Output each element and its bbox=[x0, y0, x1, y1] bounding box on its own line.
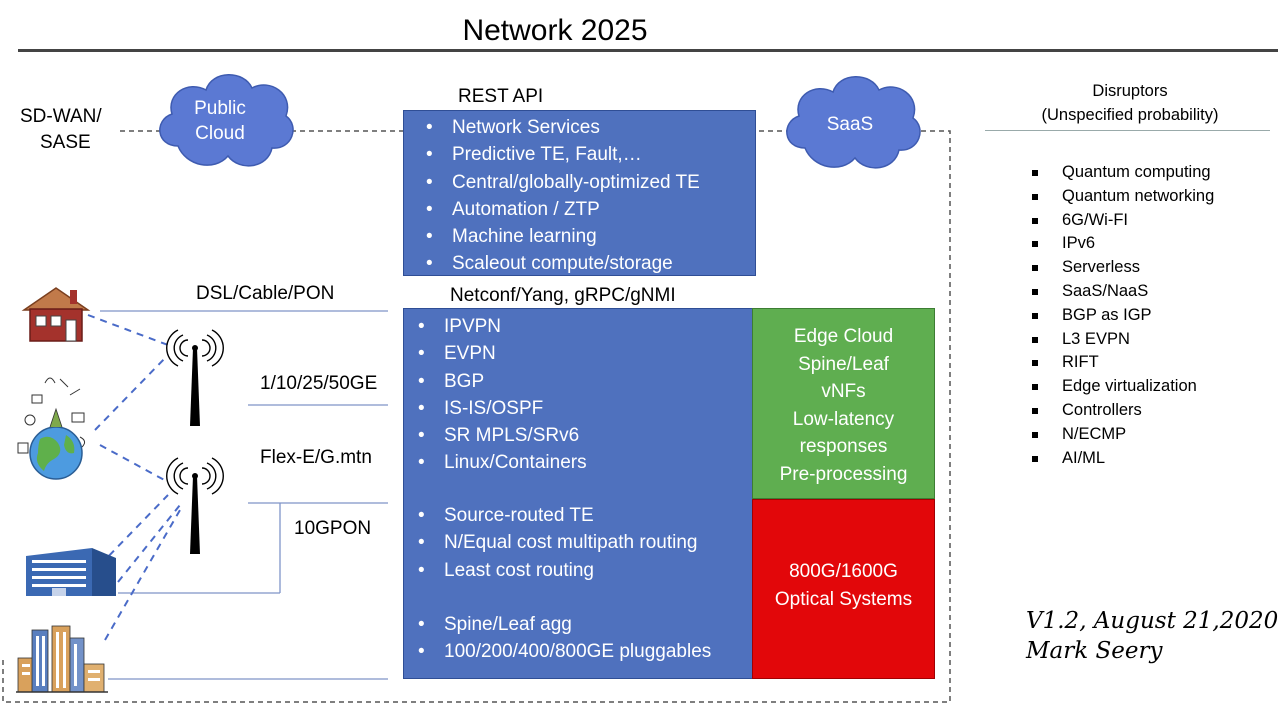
disruptors-subtitle: (Unspecified probability) bbox=[1041, 106, 1219, 124]
list-item: IPv6 bbox=[1014, 232, 1214, 256]
cell-tower-icon bbox=[166, 457, 224, 554]
list-item: BGP as IGP bbox=[1014, 304, 1214, 328]
public-cloud-line2: Cloud bbox=[195, 123, 245, 144]
house-icon bbox=[21, 287, 91, 342]
dsl-label: DSL/Cable/PON bbox=[196, 283, 335, 304]
edge-cloud-line: vNFs bbox=[821, 381, 866, 402]
list-item: Scaleout compute/storage bbox=[404, 250, 755, 278]
te-list: Source-routed TE N/Equal cost multipath … bbox=[396, 502, 697, 584]
disruptors-divider bbox=[985, 130, 1270, 131]
hardware-list: Spine/Leaf agg 100/200/400/800GE pluggab… bbox=[396, 611, 711, 666]
list-item: Spine/Leaf agg bbox=[396, 611, 711, 639]
list-item: Network Services bbox=[404, 114, 755, 142]
sdwan-label-line2: SASE bbox=[40, 132, 91, 153]
public-cloud-line1: Public bbox=[194, 98, 246, 119]
optical-line: 800G/1600G bbox=[789, 561, 898, 582]
list-item: BGP bbox=[396, 368, 587, 396]
list-item: Central/globally-optimized TE bbox=[404, 169, 755, 197]
gpon-label: 10GPON bbox=[294, 518, 372, 539]
list-item: Controllers bbox=[1014, 399, 1214, 423]
list-item: Serverless bbox=[1014, 256, 1214, 280]
public-cloud-label: Public Cloud bbox=[168, 96, 272, 146]
disruptors-list: Quantum computing Quantum networking 6G/… bbox=[1014, 161, 1214, 470]
list-item: Predictive TE, Fault,… bbox=[404, 141, 755, 169]
ethernet-label: 1/10/25/50GE bbox=[260, 373, 378, 394]
protocols-list: IPVPN EVPN BGP IS-IS/OSPF SR MPLS/SRv6 L… bbox=[396, 313, 587, 477]
edge-cloud-line: Edge Cloud bbox=[793, 326, 894, 347]
cell-tower-icon bbox=[166, 329, 224, 426]
sdwan-label-line1: SD-WAN/ bbox=[20, 106, 102, 127]
diagram-title: Network 2025 bbox=[462, 14, 648, 47]
list-item: Source-routed TE bbox=[396, 502, 697, 530]
title-divider bbox=[18, 49, 1278, 52]
list-item: Machine learning bbox=[404, 223, 755, 251]
globe-icon bbox=[17, 377, 86, 480]
disruptors-title: Disruptors bbox=[1092, 82, 1168, 100]
version-signature: V1.2, August 21,2020 Mark Seery bbox=[1026, 606, 1278, 666]
flex-e-label: Flex-E/G.mtn bbox=[260, 447, 372, 468]
network-services-list: Network Services Predictive TE, Fault,… … bbox=[404, 114, 755, 278]
list-item: L3 EVPN bbox=[1014, 328, 1214, 352]
optical-systems-box: 800G/1600G Optical Systems bbox=[752, 499, 935, 679]
list-item: Quantum computing bbox=[1014, 161, 1214, 185]
list-item: Automation / ZTP bbox=[404, 196, 755, 224]
list-item: Edge virtualization bbox=[1014, 375, 1214, 399]
office-building-icon bbox=[26, 548, 116, 596]
network-services-box: Network Services Predictive TE, Fault,… … bbox=[403, 110, 756, 278]
list-item: AI/ML bbox=[1014, 447, 1214, 471]
list-item: Least cost routing bbox=[396, 557, 697, 585]
list-item: EVPN bbox=[396, 340, 587, 368]
edge-cloud-line: Low-latency bbox=[792, 408, 895, 430]
saas-cloud-icon bbox=[786, 76, 921, 169]
rest-api-label: REST API bbox=[458, 86, 544, 107]
edge-cloud-line: Spine/Leaf bbox=[798, 353, 889, 375]
list-item: Linux/Containers bbox=[396, 449, 587, 477]
author-line: Mark Seery bbox=[1026, 638, 1163, 664]
list-item: 100/200/400/800GE pluggables bbox=[396, 638, 711, 666]
list-item: N/ECMP bbox=[1014, 423, 1214, 447]
disruptors-header: Disruptors (Unspecified probability) bbox=[990, 79, 1270, 127]
edge-cloud-box: Edge Cloud Spine/Leaf vNFs Low-latency r… bbox=[752, 308, 935, 499]
edge-cloud-line: responses bbox=[799, 436, 888, 457]
saas-cloud-label: SaaS bbox=[826, 114, 874, 135]
public-cloud-icon bbox=[159, 74, 294, 167]
optical-line: Optical Systems bbox=[774, 588, 913, 610]
list-item: N/Equal cost multipath routing bbox=[396, 529, 697, 557]
list-item: 6G/Wi-FI bbox=[1014, 209, 1214, 233]
netconf-label: Netconf/Yang, gRPC/gNMI bbox=[450, 285, 676, 306]
version-line: V1.2, August 21,2020 bbox=[1026, 608, 1279, 634]
sdwan-label: SD-WAN/ SASE bbox=[20, 104, 102, 156]
city-skyline-icon bbox=[16, 625, 108, 693]
list-item: IPVPN bbox=[396, 313, 587, 341]
list-item: Quantum networking bbox=[1014, 185, 1214, 209]
list-item: SaaS/NaaS bbox=[1014, 280, 1214, 304]
routing-protocols-box: IPVPN EVPN BGP IS-IS/OSPF SR MPLS/SRv6 L… bbox=[403, 308, 753, 679]
list-item: SR MPLS/SRv6 bbox=[396, 422, 587, 450]
edge-cloud-line: Pre-processing bbox=[779, 463, 908, 485]
list-item: IS-IS/OSPF bbox=[396, 395, 587, 423]
list-item: RIFT bbox=[1014, 351, 1214, 375]
